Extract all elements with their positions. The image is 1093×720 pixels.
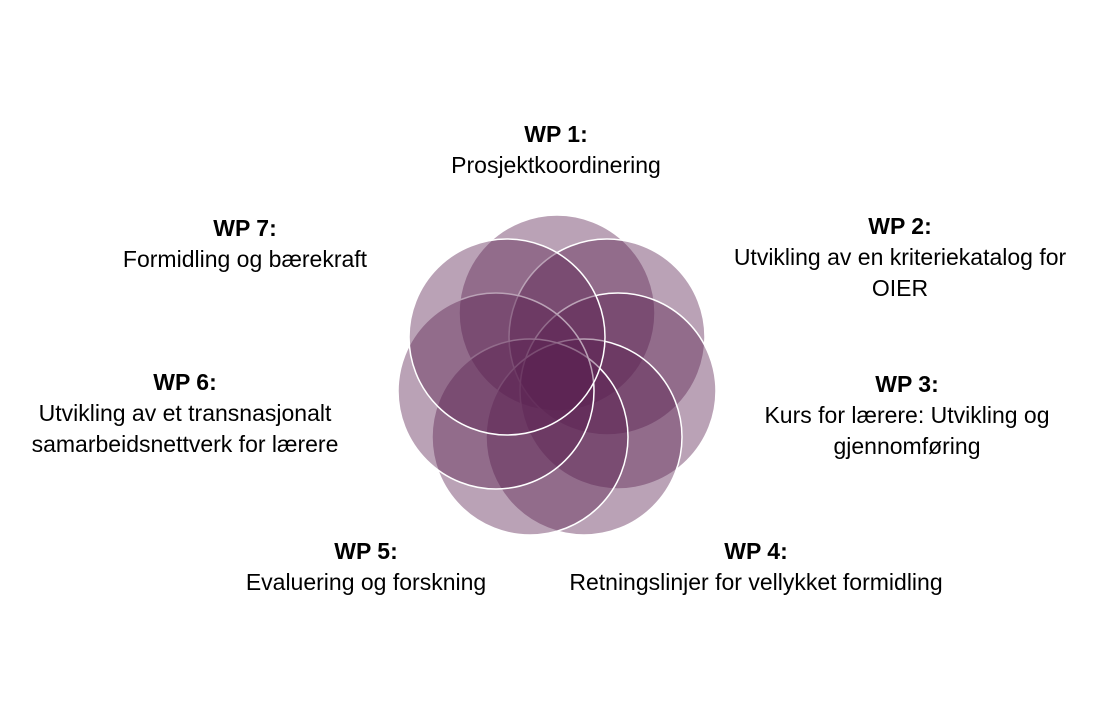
wp6-text: Utvikling av et transnasjonalt samarbeid…	[31, 400, 339, 457]
wp4-label: WP 4: Retningslinjer for vellykket formi…	[537, 536, 975, 598]
wp5-label: WP 5: Evaluering og forskning	[223, 536, 509, 598]
petal-circle-wp7	[408, 238, 606, 436]
wp7-text: Formidling og bærekraft	[122, 246, 368, 272]
wp6-title: WP 6:	[153, 369, 217, 395]
petal-circle-wp5	[431, 338, 629, 536]
petal-circle-wp6	[397, 292, 595, 490]
wp5-text: Evaluering og forskning	[245, 569, 487, 595]
wp3-title: WP 3:	[875, 371, 939, 397]
wp1-label: WP 1: Prosjektkoordinering	[438, 119, 674, 181]
wp6-label: WP 6: Utvikling av et transnasjonalt sam…	[4, 367, 366, 460]
wp3-text: Kurs for lærere: Utvikling og gjennomfør…	[764, 402, 1050, 459]
wp2-text: Utvikling av en kriteriekatalog for OIER	[733, 244, 1067, 301]
petal-circle-wp3	[519, 292, 717, 490]
petal-circle-wp2	[508, 238, 706, 436]
petal-circle-wp4	[485, 338, 683, 536]
wp2-title: WP 2:	[868, 213, 932, 239]
wp5-title: WP 5:	[334, 538, 398, 564]
wp1-text: Prosjektkoordinering	[451, 152, 661, 178]
wp4-text: Retningslinjer for vellykket formidling	[569, 569, 943, 595]
wp4-title: WP 4:	[724, 538, 788, 564]
wp1-title: WP 1:	[524, 121, 588, 147]
wp3-label: WP 3: Kurs for lærere: Utvikling og gjen…	[735, 369, 1079, 462]
wp7-label: WP 7: Formidling og bærekraft	[100, 213, 390, 275]
wp2-label: WP 2: Utvikling av en kriteriekatalog fo…	[705, 211, 1093, 304]
wp7-title: WP 7:	[213, 215, 277, 241]
petal-circle-wp1	[458, 214, 656, 412]
